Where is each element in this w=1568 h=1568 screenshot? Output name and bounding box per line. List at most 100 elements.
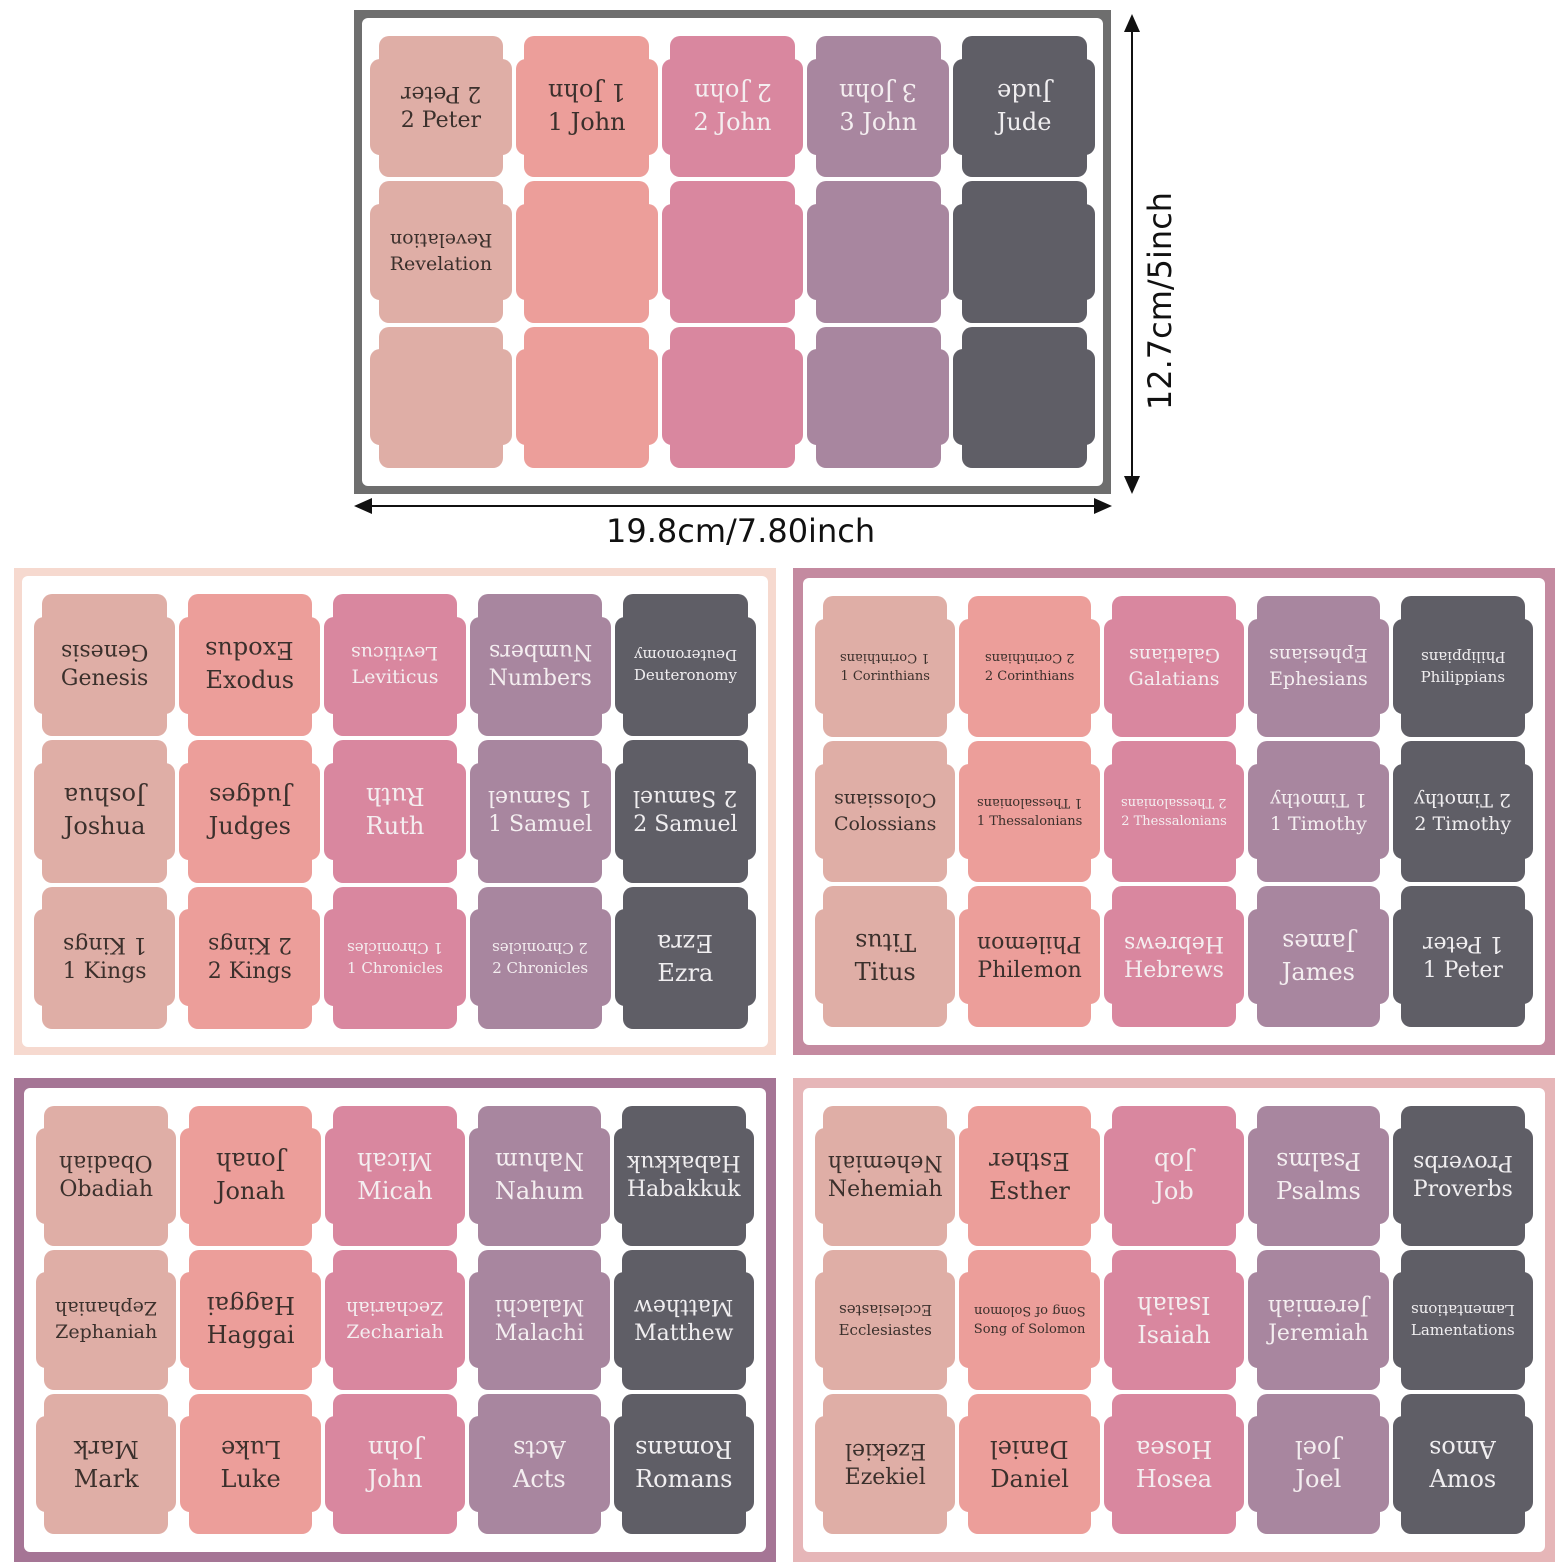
bible-tab[interactable] [953, 181, 1095, 323]
tab-shape [187, 886, 312, 1029]
bible-tab[interactable] [515, 326, 658, 468]
tab-shape [44, 1106, 168, 1246]
tab-label-mirrored: 2 Timothy [1414, 788, 1512, 811]
tab-shape [1401, 886, 1525, 1027]
tab-label: 1 Peter [1422, 957, 1503, 983]
tab-label-mirrored: Job [1154, 1147, 1194, 1175]
bible-tab[interactable] [661, 326, 804, 468]
bible-tab[interactable] [515, 181, 658, 323]
bible-tab[interactable] [661, 181, 804, 323]
tab-label: 1 Timothy [1269, 812, 1367, 835]
bible-tab[interactable] [953, 326, 1095, 468]
bible-tab[interactable] [807, 181, 950, 323]
tab-shape [188, 1106, 313, 1246]
tab-body [1248, 1272, 1389, 1368]
tab-label-mirrored: Song of Solomon [973, 1303, 1086, 1318]
bible-tab[interactable] [370, 326, 512, 468]
tab-body [1103, 618, 1245, 715]
tab-label: 1 John [547, 107, 626, 136]
tab-label: Ezekiel [844, 1465, 926, 1490]
tab-body [613, 1272, 754, 1368]
bible-tab[interactable] [807, 326, 950, 468]
tab-shape [1256, 741, 1381, 882]
tab-body [815, 908, 956, 1005]
tab-shape [961, 181, 1087, 323]
tab-label: 2 Chronicles [492, 958, 589, 977]
tab-shape [815, 181, 941, 323]
tab-label: Habakkuk [626, 1177, 741, 1202]
tab-shape [967, 1394, 1092, 1534]
tab-label: Genesis [60, 666, 149, 692]
tab-shape [623, 740, 748, 883]
tab-label: Acts [513, 1465, 566, 1493]
tab-label: Romans [635, 1465, 733, 1493]
